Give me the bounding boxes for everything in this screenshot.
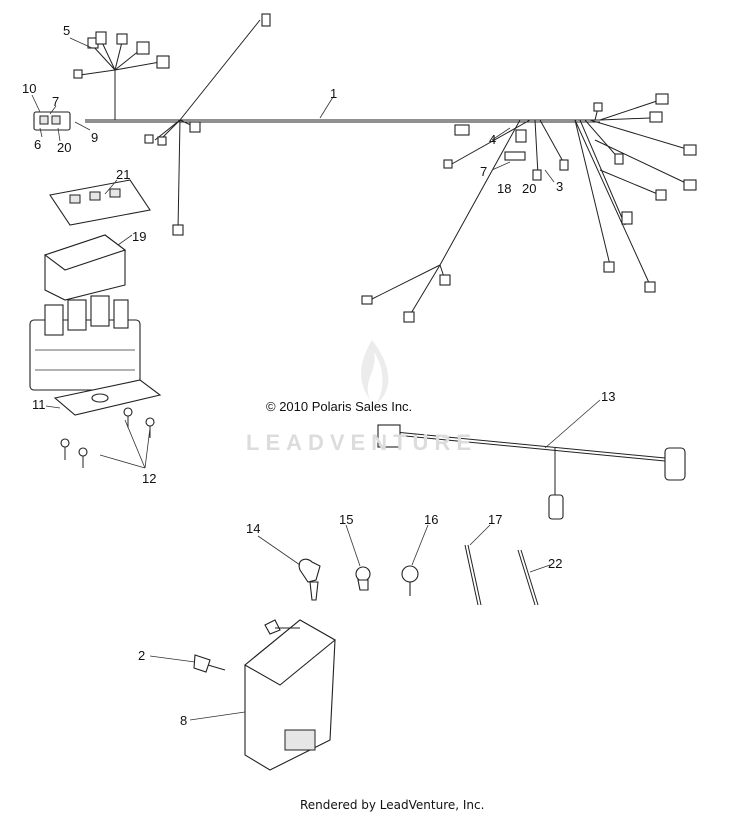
ecu-module bbox=[193, 619, 336, 771]
callout-18: 18 bbox=[497, 181, 512, 196]
callout-21: 21 bbox=[116, 167, 131, 182]
callout-4: 4 bbox=[489, 132, 497, 147]
callout-17: 17 bbox=[488, 512, 503, 527]
callout-14: 14 bbox=[246, 521, 261, 536]
clips-and-ties bbox=[298, 544, 539, 606]
callout-8: 8 bbox=[180, 713, 188, 728]
callout-6: 6 bbox=[34, 137, 42, 152]
callout-5: 5 bbox=[63, 23, 71, 38]
callout-15: 15 bbox=[339, 512, 354, 527]
main-harness bbox=[79, 19, 691, 316]
callout-19: 19 bbox=[132, 229, 147, 244]
callout-7-left: 7 bbox=[52, 94, 60, 109]
callout-1: 1 bbox=[330, 86, 338, 101]
callout-12: 12 bbox=[142, 471, 157, 486]
callout-20-left: 20 bbox=[57, 140, 72, 155]
callout-11: 11 bbox=[32, 397, 46, 412]
harness-connectors bbox=[33, 13, 697, 323]
callout-10: 10 bbox=[22, 81, 37, 96]
callout-22: 22 bbox=[548, 556, 563, 571]
watermark-flame-icon bbox=[361, 340, 389, 404]
fuse-box-assembly bbox=[29, 179, 162, 416]
leader-lines bbox=[31, 37, 601, 721]
callout-7-right: 7 bbox=[480, 164, 488, 179]
callout-2: 2 bbox=[138, 648, 146, 663]
footer-text: Rendered by LeadVenture, Inc. bbox=[300, 798, 485, 812]
copyright-text: © 2010 Polaris Sales Inc. bbox=[266, 399, 413, 414]
callout-20-right: 20 bbox=[522, 181, 537, 196]
screws bbox=[60, 407, 155, 468]
callout-9: 9 bbox=[91, 130, 99, 145]
watermark-text: LEADVENTURE bbox=[246, 430, 478, 455]
callout-13: 13 bbox=[601, 389, 616, 404]
taillight-harness bbox=[377, 424, 686, 520]
callout-16: 16 bbox=[424, 512, 439, 527]
callout-3: 3 bbox=[556, 179, 564, 194]
